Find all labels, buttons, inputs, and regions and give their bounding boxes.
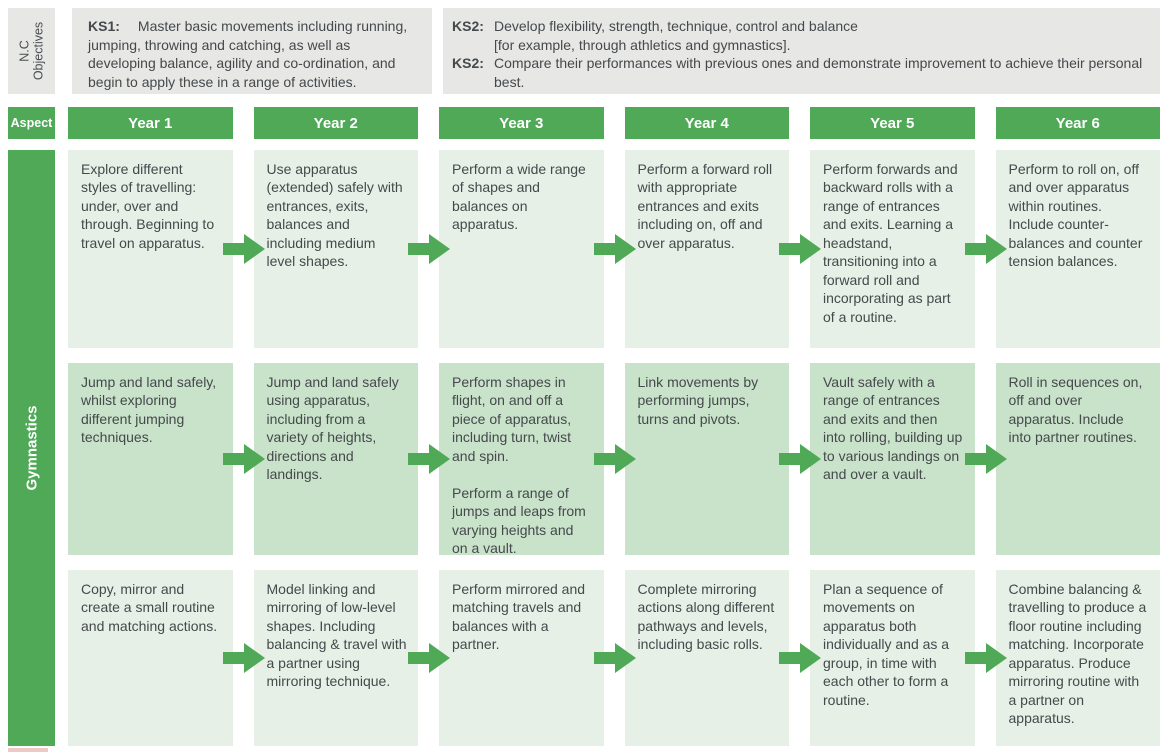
arrow-right-icon: [593, 643, 636, 673]
ks2-label: KS2:: [452, 18, 484, 34]
next-section-sliver: [8, 748, 48, 752]
cell-row3-year3: Perform mirrored and matching travels an…: [408, 570, 604, 746]
year-header-6: Year 6: [995, 107, 1160, 139]
arrow-right-icon: [964, 444, 1007, 474]
ks2-text: Develop flexibility, strength, technique…: [494, 18, 858, 53]
cell-row1-year4: Perform a forward roll with appropriate …: [593, 150, 789, 348]
arrow-right-icon: [408, 234, 450, 264]
arrow-right-icon: [779, 444, 821, 474]
arrow-right-icon: [964, 234, 1007, 264]
cell-row3-year4: Complete mirroring actions along differe…: [593, 570, 789, 746]
cell-row3-year2: Model linking and mirroring of low-level…: [222, 570, 418, 746]
cell-row2-year1: Jump and land safely, whilst exploring d…: [68, 363, 233, 555]
cell-row1-year3: Perform a wide range of shapes and balan…: [408, 150, 604, 348]
cell-row3-year6: Combine balancing & travelling to produc…: [964, 570, 1160, 746]
ks2-objectives: KS2: Develop flexibility, strength, tech…: [443, 8, 1160, 94]
cell-row1-year1: Explore different styles of travelling: …: [68, 150, 233, 348]
arrow-right-icon: [779, 234, 821, 264]
nc-objectives-label-box: N.C Objectives: [8, 8, 55, 94]
cell-row2-year3: Perform shapes in flight, on and off a p…: [408, 363, 604, 556]
gymnastics-sidebar: Gymnastics: [8, 150, 55, 746]
year-header-4: Year 4: [624, 107, 789, 139]
ks1-label: KS1:: [88, 18, 120, 34]
arrow-right-icon: [222, 234, 265, 264]
cell-row1-year5: Perform forwards and backward rolls with…: [779, 150, 975, 348]
ks2-label: KS2:: [452, 55, 484, 72]
arrow-right-icon: [593, 234, 636, 264]
arrow-right-icon: [408, 643, 450, 673]
gymnastics-matrix: Gymnastics Explore different styles of t…: [8, 150, 1160, 746]
cell-row1-year6: Perform to roll on, off and over apparat…: [964, 150, 1160, 348]
year-header-1: Year 1: [68, 107, 233, 139]
cell-row3-year5: Plan a sequence of movements on apparatu…: [779, 570, 975, 746]
cell-row2-year6: Roll in sequences on, off and over appar…: [964, 363, 1160, 555]
ks1-objective: KS1:Master basic movements including run…: [72, 8, 432, 94]
cell-row3-year1: Copy, mirror and create a small routine …: [68, 570, 233, 746]
cell-row2-year5: Vault safely with a range of entrances a…: [779, 363, 975, 555]
year-header-5: Year 5: [810, 107, 975, 139]
arrow-right-icon: [779, 643, 821, 673]
ks1-text: Master basic movements including running…: [88, 18, 408, 90]
nc-objectives-band: N.C Objectives KS1:Master basic movement…: [8, 8, 1160, 94]
cell-row2-year4: Link movements by performing jumps, turn…: [593, 363, 789, 555]
gymnastics-sidebar-label: Gymnastics: [22, 405, 40, 491]
arrow-right-icon: [408, 444, 450, 474]
year-header-3: Year 3: [439, 107, 604, 139]
aspect-header: Aspect: [8, 107, 55, 139]
arrow-right-icon: [964, 643, 1007, 673]
nc-objectives-label: N.C Objectives: [17, 21, 46, 81]
year-header-row: Aspect Year 1 Year 2 Year 3 Year 4 Year …: [8, 107, 1160, 139]
ks2-text: Compare their performances with previous…: [494, 55, 1143, 90]
arrow-right-icon: [222, 444, 265, 474]
arrow-right-icon: [222, 643, 265, 673]
arrow-right-icon: [593, 444, 636, 474]
cell-row2-year2: Jump and land safely using apparatus, in…: [222, 363, 418, 555]
cell-row1-year2: Use apparatus (extended) safely with ent…: [222, 150, 418, 348]
year-header-2: Year 2: [253, 107, 418, 139]
